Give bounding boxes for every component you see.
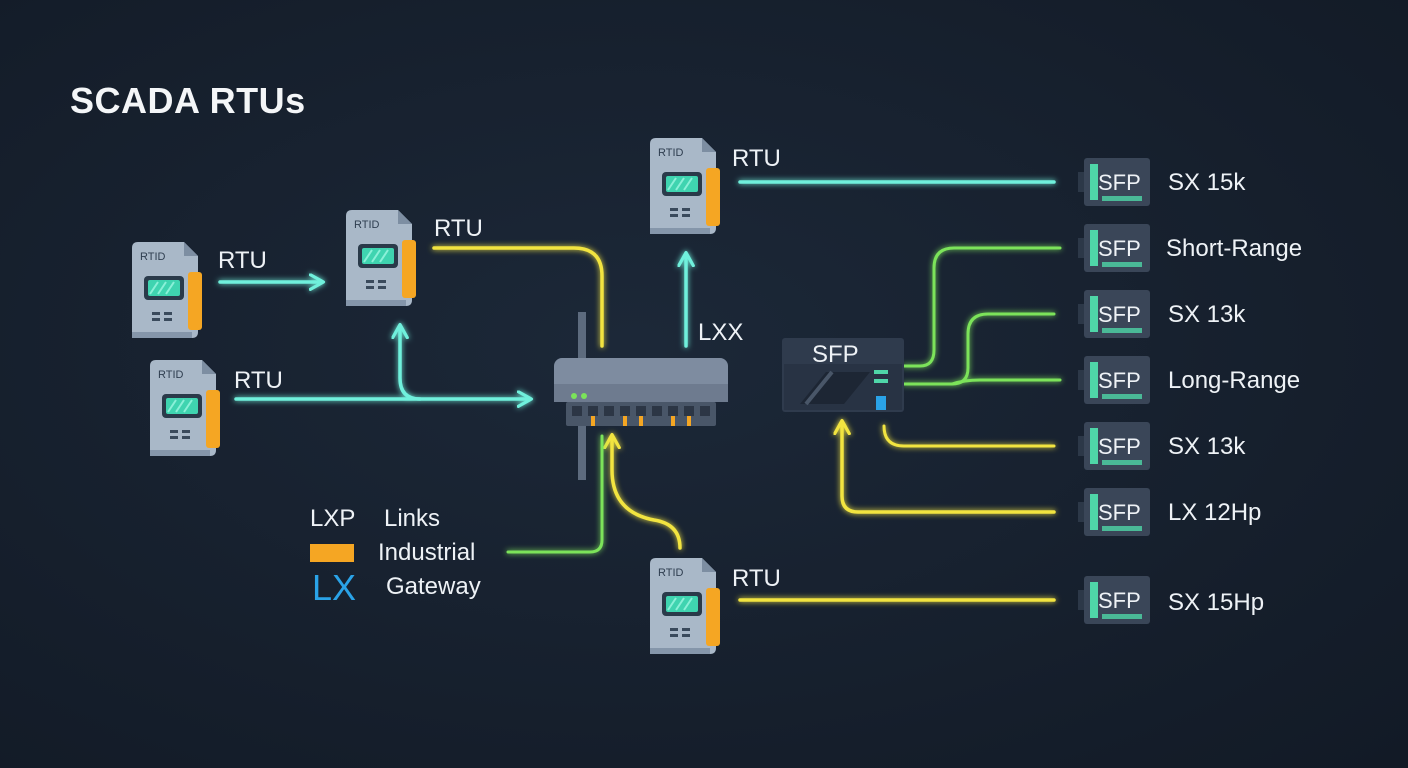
sfp-label: SX 13k — [1168, 433, 1246, 460]
rtu-label: RTU — [218, 247, 267, 274]
rtu-label: RTU — [732, 565, 781, 592]
sfp-module-6[interactable]: SFP LX 12Hp — [1078, 488, 1261, 536]
sfp-gateway[interactable]: SFP — [782, 338, 904, 412]
link-rtu-e-to-switch — [612, 436, 682, 550]
rtu-badge: RTID — [158, 369, 184, 381]
sfp-module-4[interactable]: SFP Long-Range — [1078, 356, 1300, 404]
sfp-code: SFP — [1098, 236, 1141, 261]
green-links — [506, 246, 1062, 554]
legend: LXP Links Industrial LX Gateway — [310, 505, 481, 608]
sfp-code: SFP — [1098, 170, 1141, 195]
rtu-badge: RTID — [354, 219, 380, 231]
sfp-module-2[interactable]: SFP Short-Range — [1078, 224, 1302, 272]
legend-key-lxp: LXP — [310, 505, 355, 532]
link-bus-to-rtu-b — [400, 326, 422, 401]
gateway-status-led — [876, 396, 886, 410]
sfp-code: SFP — [1098, 368, 1141, 393]
sfp-label: SX 15k — [1168, 169, 1246, 196]
link-gateway-to-sfp-5 — [882, 424, 1056, 448]
sfp-label: Long-Range — [1168, 367, 1300, 394]
rtu-badge: RTID — [140, 251, 166, 263]
sfp-module-7[interactable]: SFP SX 15Hp — [1078, 576, 1264, 624]
sfp-module-1[interactable]: SFP SX 15k — [1078, 158, 1246, 206]
rtu-device-b[interactable]: RTID RTU — [345, 209, 483, 307]
switch-ports — [571, 393, 710, 426]
link-legend-to-switch — [506, 434, 604, 554]
rtu-device-d[interactable]: RTID RTU — [649, 137, 781, 235]
legend-text-links: Links — [384, 505, 440, 532]
diagram-title: SCADA RTUs — [70, 80, 306, 121]
sfp-label: SX 13k — [1168, 301, 1246, 328]
rtu-label: RTU — [732, 145, 781, 172]
rtu-device-e[interactable]: RTID RTU — [649, 557, 781, 655]
rtu-device-a[interactable]: RTID RTU — [131, 241, 267, 339]
sfp-code: SFP — [1098, 434, 1141, 459]
sfp-module-3[interactable]: SFP SX 13k — [1078, 290, 1246, 338]
yellow-links — [432, 246, 1056, 602]
rtu-badge: RTID — [658, 567, 684, 579]
sfp-label: Short-Range — [1166, 235, 1302, 262]
sfp-label: LX 12Hp — [1168, 499, 1261, 526]
sfp-label: SX 15Hp — [1168, 589, 1264, 616]
rtu-device-c[interactable]: RTID RTU — [149, 359, 283, 457]
legend-text-gateway: Gateway — [386, 573, 481, 600]
network-switch[interactable] — [554, 312, 728, 480]
sfp-code: SFP — [1098, 500, 1141, 525]
gateway-label: SFP — [812, 341, 859, 368]
rtu-label: RTU — [434, 215, 483, 242]
link-sfp-6-to-gateway — [842, 422, 1056, 514]
rtu-label: RTU — [234, 367, 283, 394]
link-gateway-to-sfp-4 — [902, 378, 1062, 386]
link-gateway-to-sfp-3 — [902, 312, 1056, 386]
sfp-code: SFP — [1098, 302, 1141, 327]
legend-text-industrial: Industrial — [378, 539, 475, 566]
link-gateway-to-sfp-2 — [902, 246, 1062, 368]
legend-swatch-orange — [310, 544, 354, 562]
rtu-badge: RTID — [658, 147, 684, 159]
switch-link-label: LXX — [698, 319, 743, 346]
legend-key-lx: LX — [312, 567, 356, 608]
sfp-module-5[interactable]: SFP SX 13k — [1078, 422, 1246, 470]
link-rtu-b-to-switch — [432, 246, 604, 348]
cyan-links — [218, 180, 1056, 401]
sfp-code: SFP — [1098, 588, 1141, 613]
